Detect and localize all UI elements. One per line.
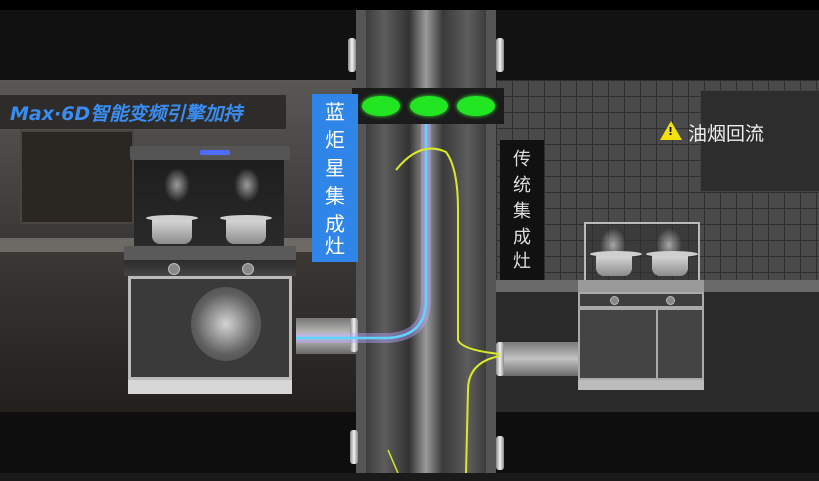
stove-cabinet-cutaway	[128, 276, 292, 380]
stove-base	[578, 380, 704, 390]
upper-cabinet	[700, 90, 819, 192]
left-shelf	[20, 130, 134, 224]
label-char: 星	[325, 156, 345, 180]
steam-icon	[234, 168, 260, 202]
label-char: 成	[325, 212, 345, 236]
label-char: 炬	[325, 128, 345, 152]
right-exhaust-duct	[500, 342, 580, 376]
knob-icon	[168, 263, 180, 275]
pipe-wall-left	[356, 10, 366, 473]
left-product-label: 蓝 炬 星 集 成 灶	[312, 94, 358, 262]
door-divider	[656, 308, 658, 380]
green-light-icon	[410, 96, 448, 116]
label-char: 灶	[513, 251, 531, 272]
pipe-flange-icon	[496, 38, 504, 72]
display-panel	[200, 150, 230, 155]
pipe-flange-icon	[496, 342, 504, 376]
glass-backsplash	[134, 160, 284, 246]
left-integrated-stove	[124, 146, 296, 394]
control-panel	[124, 260, 296, 276]
stove-base	[128, 380, 292, 394]
right-floor	[496, 412, 819, 473]
fan-motor-icon	[191, 287, 261, 361]
top-letterbox	[0, 0, 819, 10]
pot-right	[646, 251, 698, 276]
traditional-integrated-stove	[578, 222, 704, 390]
label-char: 统	[513, 175, 531, 196]
headline-banner	[0, 95, 286, 129]
drawer	[578, 292, 704, 308]
green-light-icon	[362, 96, 400, 116]
yellow-backflow-line	[395, 147, 501, 355]
warning-exclamation: !	[668, 125, 674, 138]
knob-icon	[666, 296, 675, 305]
cooktop	[578, 280, 704, 292]
pipe-flange-icon	[348, 38, 356, 72]
label-char: 集	[513, 201, 531, 222]
stove-hood	[130, 146, 290, 160]
stove-frame	[584, 222, 700, 282]
pot-left	[590, 251, 642, 276]
indicator-light-bar	[352, 88, 504, 124]
warning-text: 油烟回流	[688, 123, 765, 145]
warning-triangle-icon	[660, 121, 682, 140]
right-product-label: 传 统 集 成 灶	[500, 140, 544, 280]
label-char: 灶	[325, 234, 345, 258]
steam-icon	[164, 168, 190, 202]
pipe-flange-icon	[496, 436, 504, 470]
pipe-flange-icon	[350, 318, 358, 352]
knob-icon	[242, 263, 254, 275]
label-char: 成	[513, 227, 531, 248]
pot-right	[220, 215, 272, 244]
cooktop	[124, 246, 296, 260]
bottom-letterbox	[0, 473, 819, 481]
headline-text: Max·6D智能变频引擎加持	[10, 103, 243, 125]
knob-icon	[610, 296, 619, 305]
green-light-icon	[457, 96, 495, 116]
blue-airflow-line	[296, 108, 428, 340]
left-floor	[0, 412, 356, 473]
yellow-airflow-line-short	[387, 449, 399, 474]
label-char: 集	[325, 184, 345, 208]
yellow-airflow-line	[465, 355, 501, 474]
label-char: 蓝	[325, 100, 345, 124]
pipe-wall-right	[486, 10, 496, 473]
cabinet-doors	[578, 308, 704, 380]
label-char: 传	[513, 149, 531, 170]
pot-left	[146, 215, 198, 244]
pipe-flange-icon	[350, 430, 358, 464]
